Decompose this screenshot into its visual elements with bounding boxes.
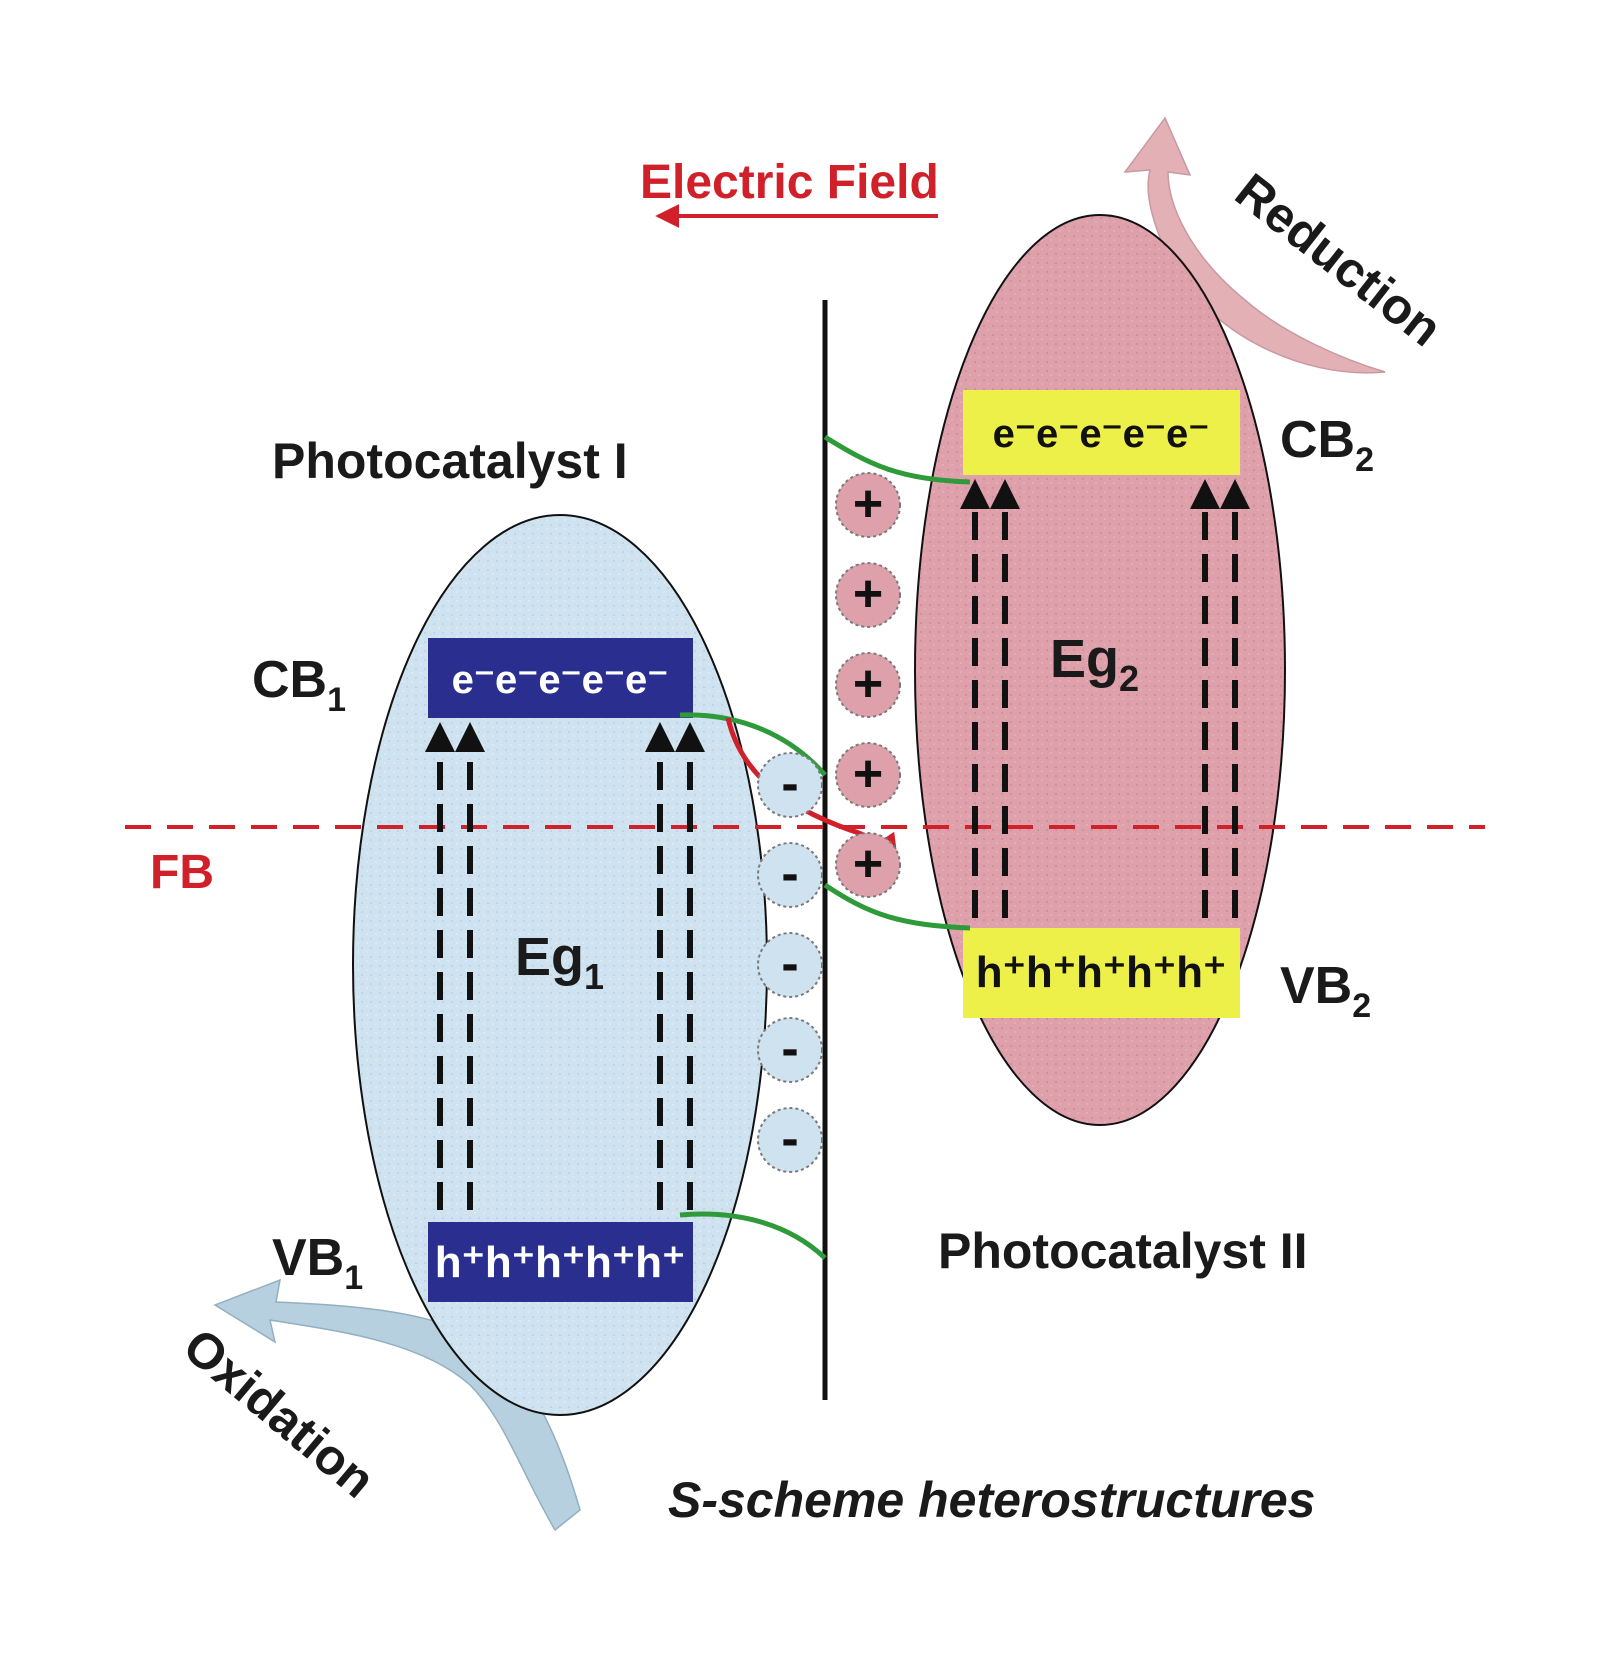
negative-charge-circle	[757, 932, 823, 998]
cb1-label: CB1	[252, 651, 346, 719]
excitation-arrows-2	[960, 479, 1250, 918]
vb2-band	[963, 928, 1240, 1018]
oxidation-label: Oxidation	[173, 1318, 386, 1509]
positive-charge-symbol: +	[853, 655, 883, 713]
negative-charge-symbol: -	[781, 845, 798, 903]
positive-charge-symbol: +	[853, 475, 883, 533]
cb2-electrons: e⁻e⁻e⁻e⁻e⁻	[993, 412, 1210, 456]
positive-charge-symbol: +	[853, 835, 883, 893]
vb2-label: VB2	[1280, 957, 1371, 1025]
positive-charge-symbol: +	[853, 565, 883, 623]
vb1-label: VB1	[272, 1229, 363, 1297]
positive-charges: + + + + +	[835, 472, 901, 898]
positive-charge-circle	[835, 832, 901, 898]
negative-charge-circle	[757, 1107, 823, 1173]
fermi-level-label: FB	[150, 846, 214, 899]
eg2-label: Eg2	[1050, 629, 1139, 699]
cb2-band	[963, 390, 1240, 475]
positive-charge-circle	[835, 562, 901, 628]
photocatalyst-2-label: Photocatalyst II	[938, 1223, 1308, 1279]
positive-charge-circle	[835, 742, 901, 808]
negative-charges: - - - - -	[757, 752, 823, 1173]
negative-charge-circle	[757, 752, 823, 818]
eg1-label: Eg1	[515, 927, 604, 997]
negative-charge-symbol: -	[781, 935, 798, 993]
excitation-arrows-1	[425, 722, 705, 1210]
cb1-band	[428, 638, 693, 718]
negative-charge-symbol: -	[781, 1110, 798, 1168]
negative-charge-symbol: -	[781, 755, 798, 813]
negative-charge-circle	[757, 1017, 823, 1083]
positive-charge-circle	[835, 472, 901, 538]
positive-charge-circle	[835, 652, 901, 718]
negative-charge-symbol: -	[781, 1020, 798, 1078]
positive-charge-symbol: +	[853, 745, 883, 803]
vb1-band	[428, 1222, 693, 1302]
cb1-electrons: e⁻e⁻e⁻e⁻e⁻	[452, 658, 669, 702]
vb1-holes: h⁺h⁺h⁺h⁺h⁺	[435, 1238, 686, 1287]
negative-charge-circle	[757, 842, 823, 908]
diagram-caption: S-scheme heterostructures	[668, 1472, 1315, 1528]
vb2-holes: h⁺h⁺h⁺h⁺h⁺	[976, 948, 1227, 997]
electric-field-label: Electric Field	[640, 156, 939, 209]
photocatalyst-1-label: Photocatalyst I	[272, 433, 628, 489]
cb2-label: CB2	[1280, 411, 1374, 479]
reduction-arrow	[1123, 116, 1386, 374]
